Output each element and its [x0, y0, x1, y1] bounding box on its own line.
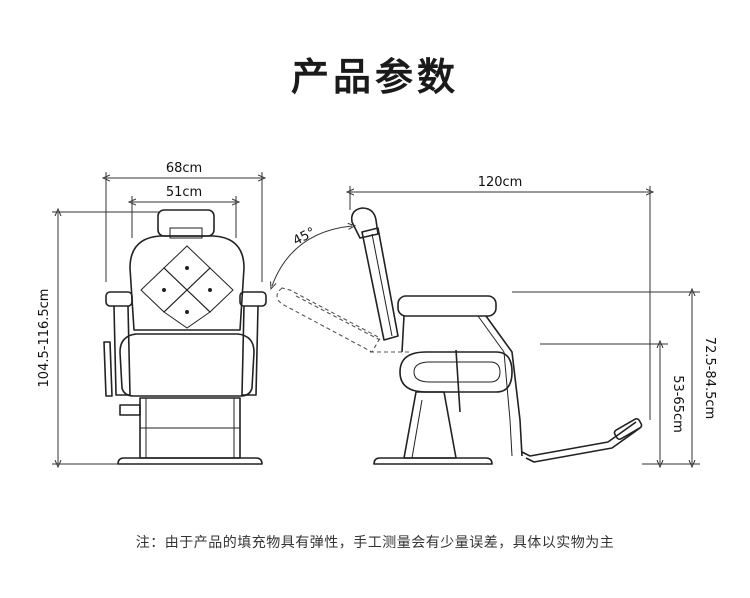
side-armrest-height-dimension: 72.5-84.5cm: [512, 292, 717, 464]
side-seat-height-dimension: 53-65cm: [540, 344, 685, 464]
measurement-note: 注：由于产品的填充物具有弹性，手工测量会有少量误差，具体以实物为主: [135, 535, 615, 551]
front-overall-width-label: 68cm: [166, 161, 202, 176]
side-length-label: 120cm: [478, 175, 523, 190]
side-seat-height-label: 53-65cm: [670, 375, 685, 433]
front-height-label: 104.5-116.5cm: [37, 289, 52, 388]
front-view-chair: [103, 209, 267, 465]
front-height-dimension: 104.5-116.5cm: [37, 212, 160, 464]
front-width-dimension: 68cm: [106, 161, 262, 282]
front-seat-width-dimension: 51cm: [132, 185, 236, 238]
side-length-dimension: 120cm: [350, 175, 650, 420]
side-view-chair: [276, 207, 643, 465]
recline-angle-label: 45°: [291, 225, 318, 249]
side-armrest-height-label: 72.5-84.5cm: [702, 337, 717, 419]
recline-angle-indicator: 45°: [272, 225, 352, 286]
page-title: 产品参数: [290, 55, 459, 99]
front-seat-width-label: 51cm: [166, 185, 202, 200]
